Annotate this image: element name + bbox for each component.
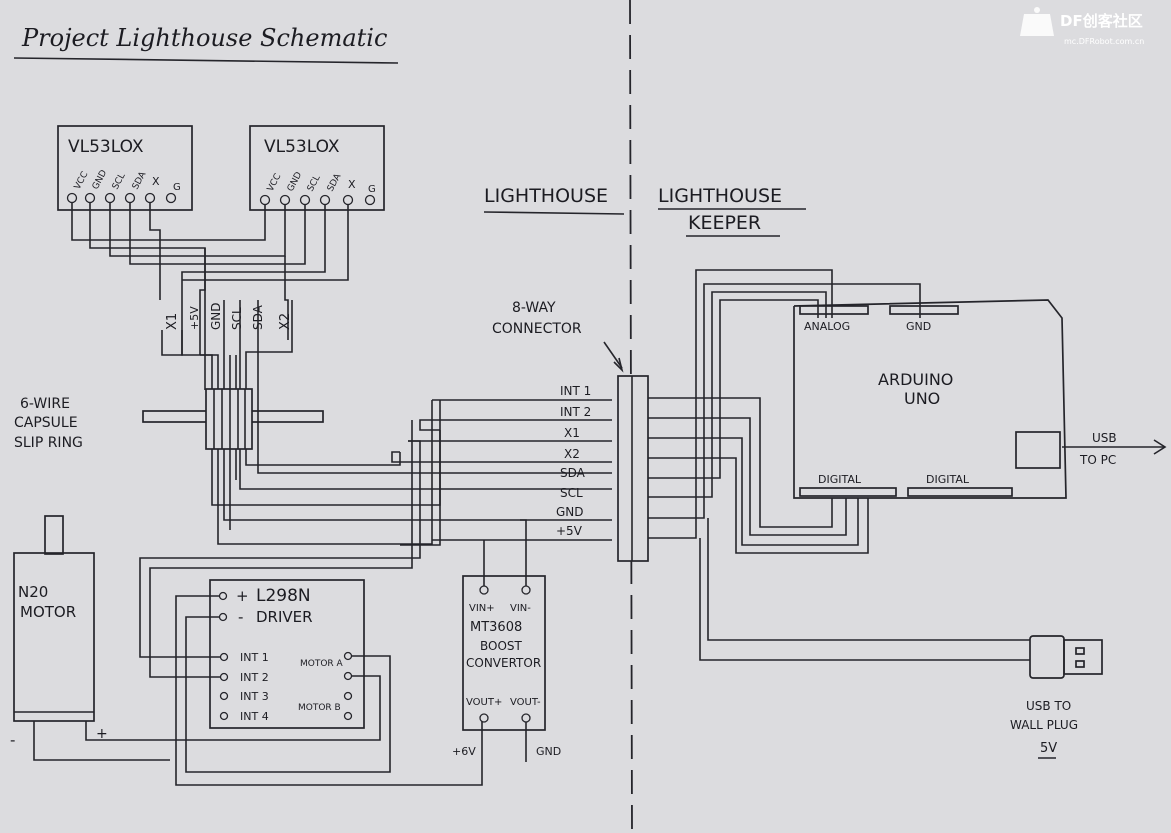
watermark-url: mc.DFRobot.com.cn xyxy=(1064,37,1144,46)
bundle-label-x1: X1 xyxy=(165,313,180,330)
sensor-1-pin-scl: SCL xyxy=(111,172,128,192)
sensor-1-pin-g: G xyxy=(173,182,181,193)
connector-8-way: 8-WAY CONNECTOR INT 1 INT 2 X1 X2 SDA SC… xyxy=(492,300,649,562)
n20-motor: N20 MOTOR - + xyxy=(10,515,381,761)
wire-label-sda: SDA xyxy=(560,466,586,480)
motor-minus-label: - xyxy=(10,731,15,749)
boost-label-line3: CONVERTOR xyxy=(466,656,541,670)
driver-input-int1: INT 1 xyxy=(240,651,269,664)
wire-label-int1: INT 1 xyxy=(560,384,591,398)
motor-label-line1: N20 xyxy=(18,583,48,601)
driver-motor-a-label: MOTOR A xyxy=(300,659,344,669)
wire-label-gnd: GND xyxy=(556,505,584,519)
wire-label-int2: INT 2 xyxy=(560,405,591,419)
usb-plug-label-line3: 5V xyxy=(1040,741,1057,756)
slip-ring-label-line1: 6-WIRE xyxy=(20,396,70,412)
sensor-1-label: VL53LOX xyxy=(68,137,144,157)
bundle-label-5v: +5V xyxy=(188,306,201,330)
arduino-label-line1: ARDUINO xyxy=(878,370,953,389)
bundle-labels: X1 +5V GND SCL SDA X2 xyxy=(165,302,293,330)
boost-label-line2: BOOST xyxy=(480,639,523,653)
boost-out-voltage-label: +6V xyxy=(452,745,476,758)
sensor-2-pin-sda: SDA xyxy=(326,172,344,194)
section-keeper-heading-line1: LIGHTHOUSE xyxy=(658,185,782,207)
bundle-label-gnd: GND xyxy=(209,302,223,330)
driver-label-line2: DRIVER xyxy=(256,608,313,626)
sensor-2-pin-scl: SCL xyxy=(306,174,323,194)
wire-label-x1: X1 xyxy=(564,426,580,440)
connector-label-line2: CONNECTOR xyxy=(492,321,582,337)
l298n-driver: + L298N - DRIVER INT 1 INT 2 INT 3 INT 4… xyxy=(139,420,483,786)
sensor-2-pin-g: G xyxy=(368,184,376,195)
boost-vin-plus: VIN+ xyxy=(469,603,495,614)
robot-logo-icon xyxy=(1020,14,1054,36)
arduino-header-digital-1: DIGITAL xyxy=(818,473,862,486)
usb-plug-label-line1: USB TO xyxy=(1026,699,1071,713)
connector-left-wires xyxy=(391,399,612,546)
sensor-1-pin-gnd: GND xyxy=(91,168,110,191)
arduino-header-analog: ANALOG xyxy=(804,320,850,333)
arduino-header-digital-2: DIGITAL xyxy=(926,473,970,486)
section-keeper-heading-line2: KEEPER xyxy=(688,212,761,234)
boost-vout-minus: VOUT- xyxy=(510,697,541,708)
slip-ring-label-line2: CAPSULE xyxy=(14,415,78,431)
driver-plus-label: + xyxy=(236,587,249,605)
sensor-2-pin-gnd: GND xyxy=(286,170,305,193)
motor-plus-label: + xyxy=(96,726,108,742)
boost-vin-minus: VIN- xyxy=(510,603,531,614)
mt3608-boost: VIN+ VIN- MT3608 BOOST CONVERTOR VOUT+ V… xyxy=(452,519,561,762)
arduino-label-line2: UNO xyxy=(904,389,940,408)
boost-label-line1: MT3608 xyxy=(470,620,522,635)
section-lighthouse-heading: LIGHTHOUSE xyxy=(484,185,608,207)
driver-input-int2: INT 2 xyxy=(240,671,269,684)
sensor-1-pin-sda: SDA xyxy=(131,170,149,192)
title-underline xyxy=(13,57,399,64)
sensor-2-pin-x: X xyxy=(348,178,356,191)
connector-label-line1: 8-WAY xyxy=(512,300,556,316)
wire-label-x2: X2 xyxy=(564,447,580,461)
bundle-label-x2: X2 xyxy=(278,313,293,330)
arduino-header-gnd: GND xyxy=(906,320,931,333)
wire-label-scl: SCL xyxy=(560,486,583,500)
driver-input-int3: INT 3 xyxy=(240,690,269,703)
driver-motor-b-label: MOTOR B xyxy=(298,703,341,713)
sensor-1: VL53LOX VCC GND SCL SDA X G xyxy=(57,125,193,211)
watermark: DF创客社区 mc.DFRobot.com.cn xyxy=(1020,7,1144,46)
driver-label-line1: L298N xyxy=(256,586,311,606)
motor-label-line2: MOTOR xyxy=(20,603,76,621)
sensor-2-pin-vcc: VCC xyxy=(266,172,284,193)
watermark-brand: DF创客社区 xyxy=(1060,12,1143,30)
usb-to-pc-line1: USB xyxy=(1092,431,1117,445)
sensor-1-pin-x: X xyxy=(152,175,160,188)
driver-input-int4: INT 4 xyxy=(240,710,269,723)
arduino-uno: ANALOG GND ARDUINO UNO DIGITAL DIGITAL U… xyxy=(793,299,1167,499)
sensor-1-pin-vcc: VCC xyxy=(73,170,91,191)
sensor-2: VL53LOX VCC GND SCL SDA X G xyxy=(249,125,385,211)
boost-out-gnd-label: GND xyxy=(536,745,561,758)
usb-to-pc-line2: TO PC xyxy=(1079,453,1116,467)
boost-vout-plus: VOUT+ xyxy=(466,697,502,708)
page-title: Project Lighthouse Schematic xyxy=(21,24,387,52)
usb-wall-plug: USB TO WALL PLUG 5V xyxy=(1010,635,1103,759)
bundle-label-scl: SCL xyxy=(230,307,244,330)
usb-plug-label-line2: WALL PLUG xyxy=(1010,718,1078,732)
sensor-wiring xyxy=(71,203,349,390)
sensor-2-label: VL53LOX xyxy=(264,137,340,157)
driver-minus-label: - xyxy=(238,608,243,626)
slip-ring-label-line3: SLIP RING xyxy=(14,435,83,451)
slip-ring: 6-WIRE CAPSULE SLIP RING xyxy=(14,388,324,451)
wire-label-5v: +5V xyxy=(556,524,583,538)
